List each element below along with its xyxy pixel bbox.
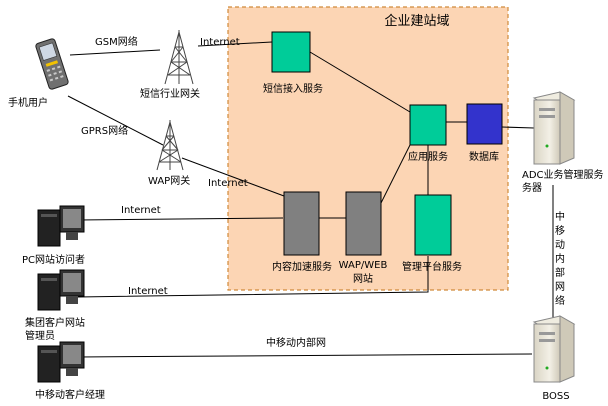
- gsm-link: [69, 49, 161, 56]
- app-service-label: 应用服务: [408, 150, 448, 163]
- sms-gateway-label: 短信行业网关: [140, 87, 200, 100]
- internet-wap-label: Internet: [208, 178, 248, 189]
- boss-server-icon: [532, 315, 576, 383]
- svg-text:动: 动: [555, 239, 565, 251]
- adc-server-label-line2: 务器: [522, 181, 542, 194]
- group-admin-label-line2: 管理员: [25, 329, 55, 342]
- wap-web-box: [345, 191, 382, 256]
- cmcc-internal-link: [77, 353, 533, 358]
- svg-text:移: 移: [555, 224, 565, 237]
- svg-text:内: 内: [555, 252, 565, 265]
- sms-access-to-app: [309, 51, 411, 113]
- app-service-box: [409, 104, 447, 146]
- wap-gateway-label: WAP网关: [148, 174, 190, 187]
- sms-gw-to-sms-access: [197, 41, 273, 47]
- adc-server-label-line1: ADC业务管理服务: [522, 168, 604, 181]
- database-box: [466, 103, 503, 145]
- cmcc-internal-vertical-label: 中 移 动 内 部 网 络: [555, 210, 565, 307]
- sms-access-box: [271, 31, 311, 73]
- pc-visitor-label: PC网站访问者: [22, 253, 85, 266]
- adc-server-icon: [532, 91, 576, 165]
- pc-to-content: [77, 217, 284, 221]
- connections: [67, 41, 554, 358]
- gsm-link-label: GSM网络: [95, 35, 138, 48]
- admin-to-mgmt: [77, 256, 429, 298]
- enterprise-zone-title: 企业建站域: [384, 13, 449, 29]
- wap-gw-to-content: [181, 157, 285, 197]
- internet-pc-label: Internet: [121, 205, 161, 216]
- sms-access-label: 短信接入服务: [263, 82, 323, 95]
- svg-text:部: 部: [555, 266, 565, 279]
- internet-sms-label: Internet: [200, 37, 240, 48]
- content-accel-label: 内容加速服务: [272, 260, 332, 273]
- manager-computer-icon: [37, 341, 85, 383]
- database-label: 数据库: [469, 150, 499, 163]
- boss-label: BOSS: [542, 391, 569, 402]
- mgmt-platform-label: 管理平台服务: [402, 260, 462, 273]
- svg-text:网: 网: [555, 281, 565, 293]
- svg-text:络: 络: [555, 294, 565, 307]
- gprs-link-label: GPRS网络: [81, 124, 128, 137]
- wap-web-label-line1: WAP/WEB: [339, 260, 388, 271]
- pc-computer-icon: [37, 205, 85, 247]
- admin-computer-icon: [37, 269, 85, 311]
- svg-text:中: 中: [555, 210, 565, 223]
- wap-web-label-line2: 网站: [353, 272, 373, 285]
- mobile-phone-icon: [35, 38, 69, 90]
- cmcc-manager-label: 中移动客户经理: [35, 388, 105, 401]
- gprs-link: [67, 95, 164, 146]
- cmcc-internal-label: 中移动内部网: [266, 336, 326, 349]
- wap-gateway-tower-icon: [156, 120, 184, 171]
- wapweb-to-app: [380, 144, 411, 204]
- content-accel-box: [283, 191, 320, 256]
- sms-gateway-tower-icon: [164, 30, 194, 85]
- internet-admin-label: Internet: [128, 286, 168, 297]
- group-admin-label-line1: 集团客户网站: [25, 316, 85, 329]
- mobile-user-label: 手机用户: [8, 96, 48, 109]
- mgmt-platform-box: [414, 194, 452, 256]
- db-to-adc: [501, 126, 535, 129]
